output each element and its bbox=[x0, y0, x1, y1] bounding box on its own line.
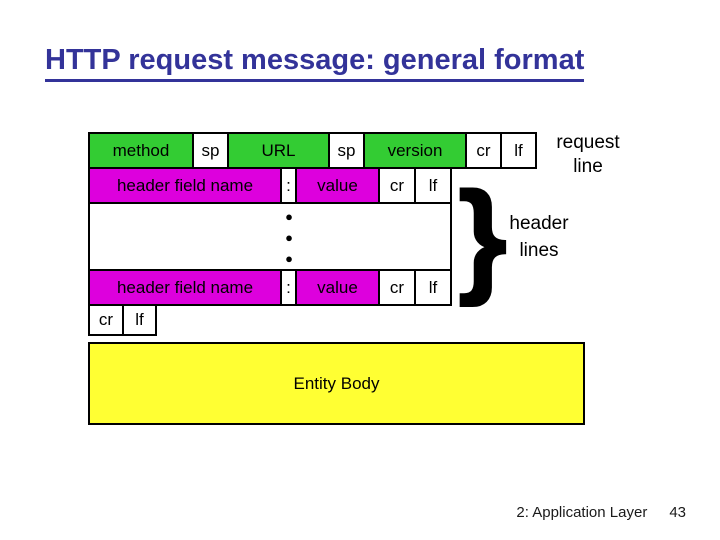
header-lines-label: header lines bbox=[496, 210, 582, 264]
footer-section-label: 2: Application Layer bbox=[516, 504, 648, 521]
cell-value: value bbox=[295, 269, 380, 306]
slide-title: HTTP request message: general format bbox=[45, 44, 585, 82]
cell-lf: lf bbox=[122, 304, 157, 336]
cell-method: method bbox=[88, 132, 194, 169]
curly-brace-icon: } bbox=[457, 166, 508, 307]
header-row-2: header field name : value cr lf bbox=[88, 269, 452, 306]
ellipsis-dot-icon: ● bbox=[285, 230, 293, 245]
cell-cr: cr bbox=[465, 132, 502, 169]
cell-cr: cr bbox=[88, 304, 124, 336]
cell-lf: lf bbox=[414, 167, 452, 204]
ellipsis-dot-icon: ● bbox=[285, 209, 293, 224]
cell-header-field-name: header field name bbox=[88, 269, 282, 306]
ellipsis-box: ● ● ● bbox=[88, 202, 452, 271]
cell-cr: cr bbox=[378, 167, 416, 204]
header-lines-label-line: header bbox=[509, 213, 569, 234]
entity-body-box: Entity Body bbox=[88, 342, 585, 425]
blank-line-row: cr lf bbox=[88, 304, 157, 336]
cell-header-field-name: header field name bbox=[88, 167, 282, 204]
header-row-1: header field name : value cr lf bbox=[88, 167, 452, 204]
cell-version: version bbox=[363, 132, 467, 169]
header-lines-label-line: lines bbox=[519, 240, 559, 261]
cell-cr: cr bbox=[378, 269, 416, 306]
vertical-ellipsis-icon: ● ● ● bbox=[280, 206, 298, 269]
footer-page-number: 43 bbox=[669, 504, 686, 521]
request-line-label: request line bbox=[538, 131, 638, 179]
cell-value: value bbox=[295, 167, 380, 204]
request-line-row: method sp URL sp version cr lf bbox=[88, 132, 537, 169]
cell-lf: lf bbox=[414, 269, 452, 306]
cell-sp-1: sp bbox=[192, 132, 229, 169]
ellipsis-dot-icon: ● bbox=[285, 251, 293, 266]
request-line-label-line: request bbox=[556, 132, 620, 153]
request-line-label-line: line bbox=[573, 156, 603, 177]
cell-lf: lf bbox=[500, 132, 537, 169]
cell-sp-2: sp bbox=[328, 132, 365, 169]
footer: 2: Application Layer 43 bbox=[516, 504, 686, 521]
cell-url: URL bbox=[227, 132, 330, 169]
